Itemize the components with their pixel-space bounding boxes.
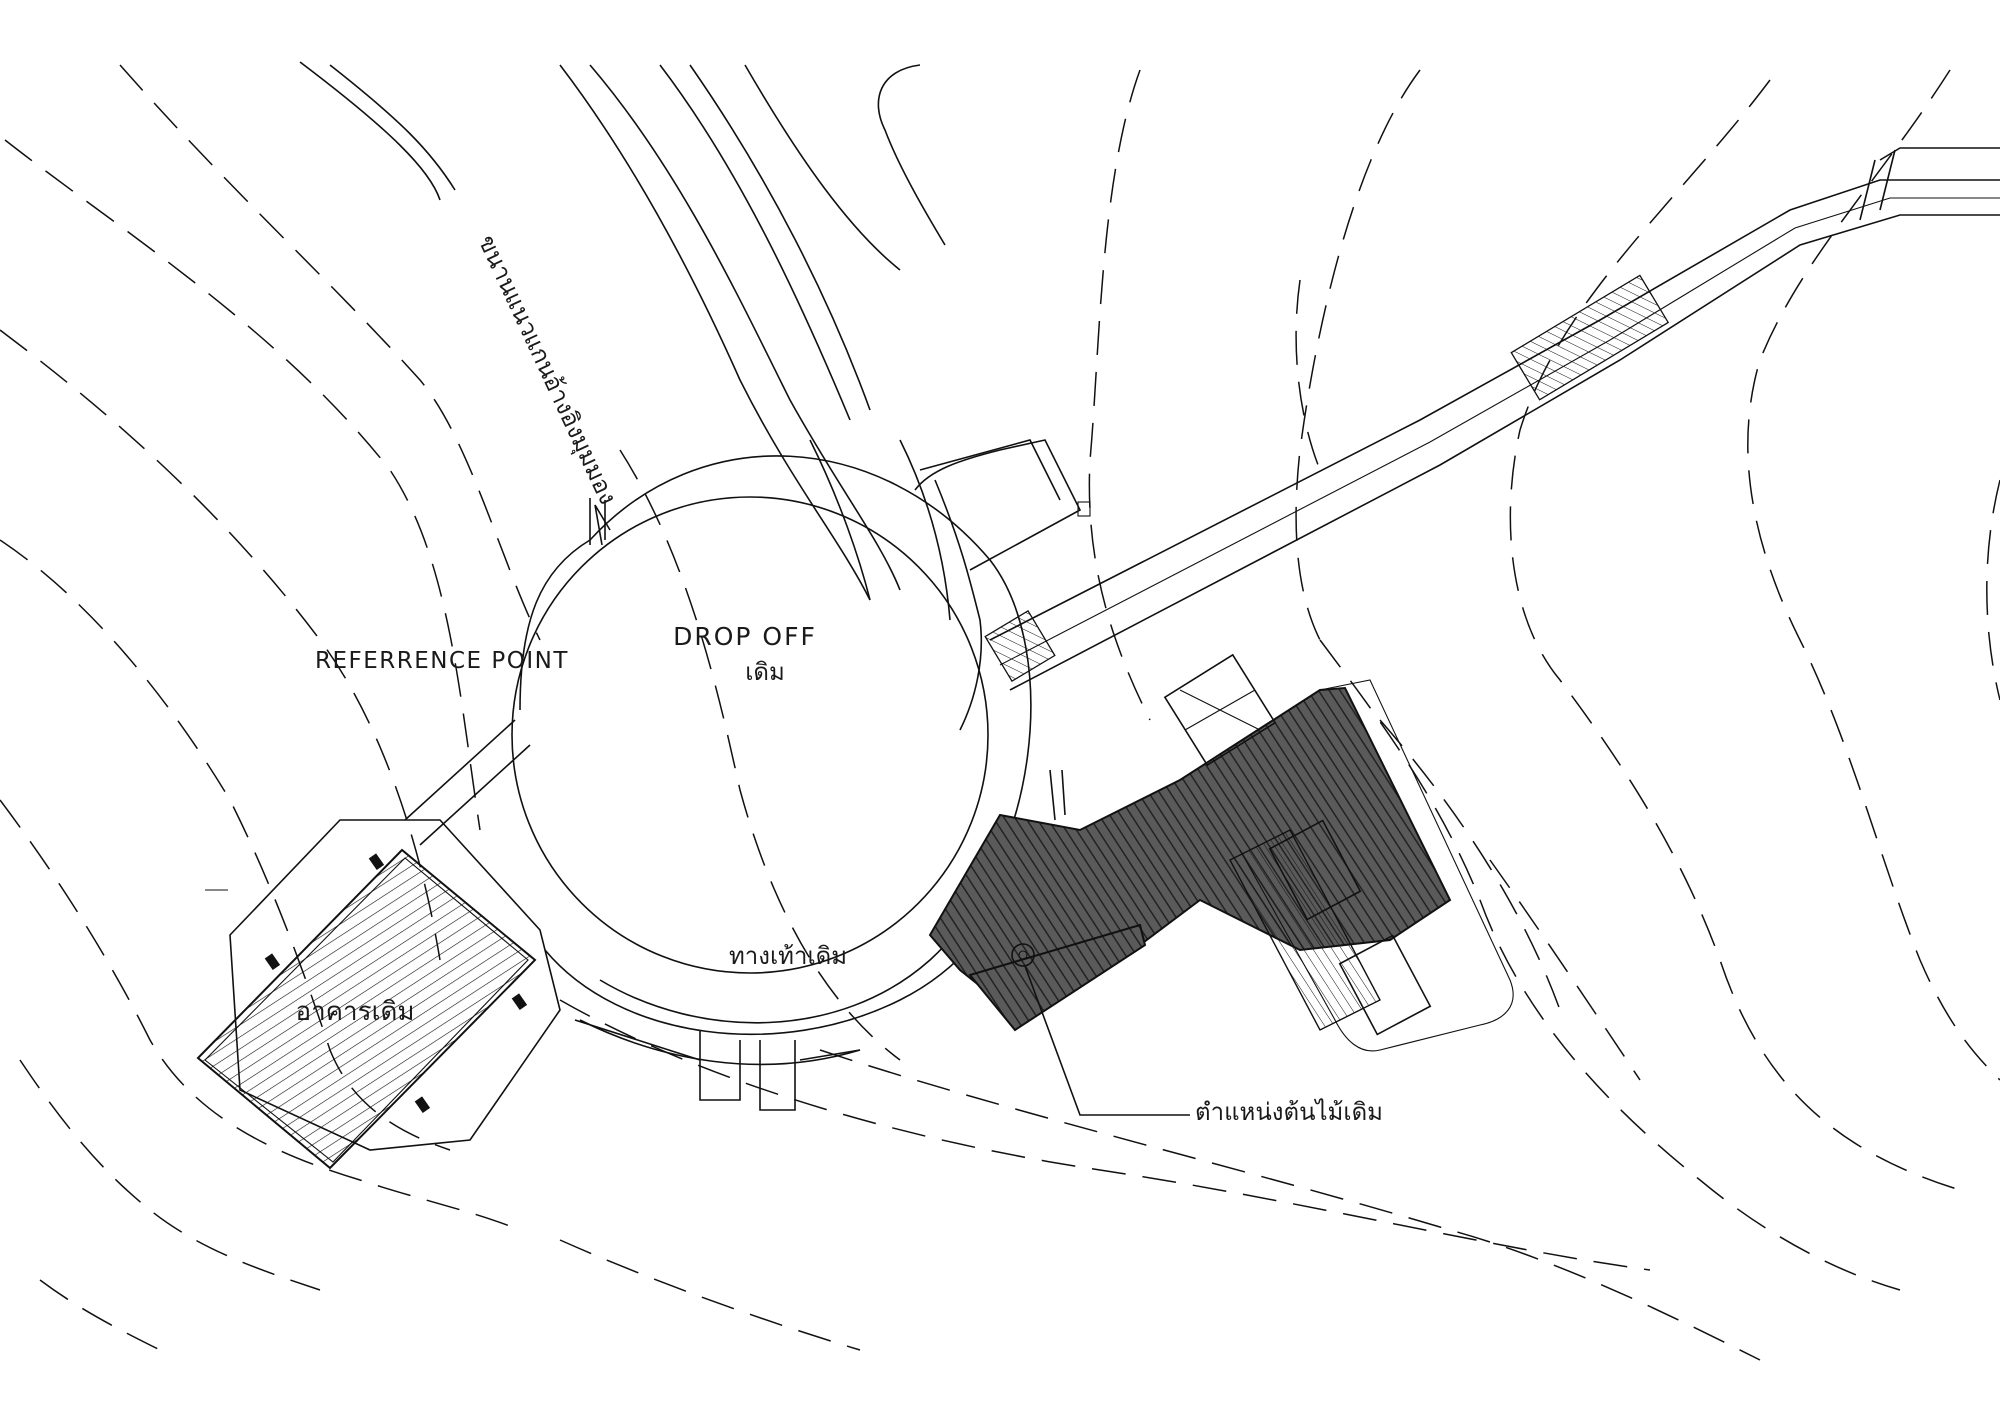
access-roads xyxy=(299,61,1091,731)
existing-building-label: อาคารเดิม xyxy=(295,997,414,1027)
contour-line xyxy=(4,139,481,831)
contour-line xyxy=(0,329,441,961)
outer-ring xyxy=(589,455,1032,1024)
building-roof-hatch xyxy=(196,848,537,1170)
contour-line xyxy=(559,999,1651,1271)
tree-leader-line xyxy=(1024,965,1190,1116)
contour-line xyxy=(1489,859,1641,1081)
existing-walkway-label: ทางเท้าเดิม xyxy=(729,942,847,970)
contour-line xyxy=(1379,719,1561,1011)
existing-tree-label: ตำแหน่งต้นไม้เดิม xyxy=(1195,1098,1383,1126)
contour-line xyxy=(1509,79,1961,1191)
contour-lines xyxy=(0,64,2000,1361)
contour-line xyxy=(1986,479,2000,701)
drop-off-loop xyxy=(404,455,1032,1111)
contour-line xyxy=(1319,639,1901,1291)
entrance-canopy xyxy=(1163,653,1277,767)
stair-block xyxy=(1229,829,1381,1031)
existing-tree-marker xyxy=(1011,943,1035,967)
drop-off-sub-label: เดิม xyxy=(745,658,785,686)
drop-off-circle xyxy=(511,496,989,974)
main-pathway xyxy=(984,147,2000,691)
reference-point-label: REFERRENCE POINT xyxy=(315,648,569,674)
contour-line xyxy=(1295,279,1321,471)
contour-line xyxy=(39,1279,161,1351)
contour-line xyxy=(1088,69,1151,721)
existing-building xyxy=(196,819,561,1170)
contour-line xyxy=(119,64,541,641)
new-building xyxy=(928,653,1514,1116)
drop-off-label: DROP OFF xyxy=(673,622,817,651)
contour-line xyxy=(0,799,521,1231)
contour-line xyxy=(19,1059,321,1291)
contour-line xyxy=(819,1049,1761,1361)
contour-line xyxy=(619,449,901,1061)
contour-line xyxy=(559,1239,861,1351)
contour-line xyxy=(1747,69,2000,1081)
contour-line xyxy=(1295,69,1421,641)
angled-note-label: ขนานแนวแกนอ้างอิงมุมมอง xyxy=(472,231,622,510)
